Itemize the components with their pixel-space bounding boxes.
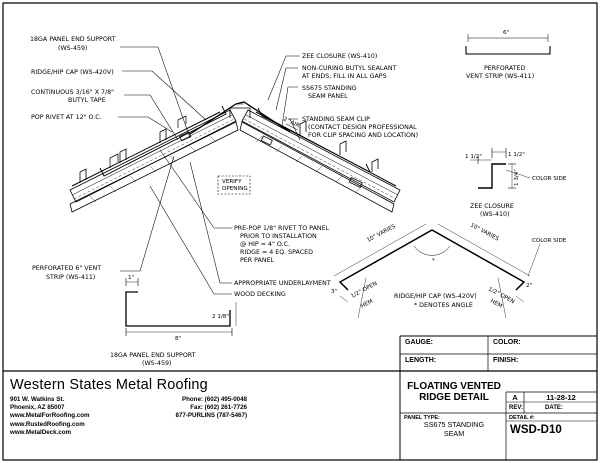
ridge-section-drawing [69,101,401,213]
label-hem-left-1: 1/2" OPEN [350,281,378,300]
label-pre-pop-4: RIDGE = 4 EQ. SPACED [240,249,313,256]
label-pre-pop-1: PRE-POP 1/8" RIVET TO PANEL [234,225,330,232]
title-block-grid [3,335,597,460]
label-clip-1: STANDING SEAM CLIP [302,116,370,123]
label-sealant-2: AT ENDS, FILL IN ALL GAPS [302,73,387,80]
phone-line: Phone: (602) 495-0048 [182,396,247,403]
label-cap-dim-right: 2" [526,283,533,289]
gauge-label: GAUGE: [405,339,433,346]
label-pre-pop-2: PRIOR TO INSTALLATION [240,233,317,240]
label-hem-left-2: HEM [360,298,374,309]
end-support-detail [125,278,237,336]
label-cap-varies-left: 10" VARIES [366,224,397,244]
leader-lines-left [118,46,301,295]
label-vent-strip-right-1: PERFORATED [484,65,525,72]
label-hem-right-2: HEM [489,298,503,309]
label-verify-1: VERIFY [222,179,242,185]
tollfree-line: 877-PURLINS (787-5467) [175,412,247,420]
label-angle-mark: * [432,258,435,264]
label-clip-3: FOR CLIP SPACING AND LOCATION) [308,132,418,139]
panel-type-value: SS675 STANDING SEAM [402,420,506,438]
label-zee-detail-1: ZEE CLOSURE [470,203,514,210]
label-end-support-dim-8: 8" [175,336,182,342]
detail-number-label: DETAIL #: [509,415,535,421]
length-label: LENGTH: [405,357,437,364]
label-vent-strip-left-1: PERFORATED 6" VENT [32,265,101,272]
label-zee-closure: ZEE CLOSURE (WS-410) [302,53,377,60]
vent-strip-detail [465,34,551,55]
label-vent-strip-left-2: STRIP (WS-411) [46,274,95,281]
label-vent-width: 6" [503,30,510,36]
label-zee-dim-b: 1 1/2" [508,152,525,158]
label-panel-end-support-1: 18GA PANEL END SUPPORT [30,36,116,43]
label-zee-dim-a: 1 1/2" [465,154,482,160]
label-zee-detail-2: (WS-410) [480,211,509,218]
label-ss675-1: SS675 STANDING [302,85,357,92]
ridge-cap-detail [333,223,541,319]
company-phones: Phone: (602) 495-0048 Fax: (602) 261-772… [147,396,247,421]
address-line: 901 W. Watkins St. [10,396,65,403]
detail-number-value: WSD-D10 [510,424,562,436]
address-line: Phoenix, AZ 85007 [10,404,65,412]
label-end-support-detail-1: 18GA PANEL END SUPPORT [110,352,196,359]
zee-closure-detail [470,148,531,189]
label-underlayment: APPROPRIATE UNDERLAYMENT [234,280,331,287]
company-address: 901 W. Watkins St. Phoenix, AZ 85007 www… [10,396,90,437]
drawing-title: FLOATING VENTED RIDGE DETAIL [402,381,506,403]
label-zee-dim-c: 1 3/4" [514,169,520,186]
label-end-support-dim-1: 1" [128,275,135,281]
website-link[interactable]: www.MetalDeck.com [10,428,71,436]
label-color-side-2: COLOR SIDE [532,238,567,244]
panel-type-value-2: SEAM [443,428,465,438]
label-butyl-tape-1: CONTINUOUS 3/16" X 7/8" [31,89,114,96]
label-cap-varies-right: 10" VARIES [469,222,500,242]
label-end-support-dim-small: 2 1/8" [212,314,229,320]
label-pre-pop-5: PER PANEL [240,257,275,264]
finish-label: FINISH: [493,357,519,364]
drawing-title-line-1: FLOATING VENTED [407,381,501,392]
label-sealant-1: NON-CURING BUTYL SEALANT [302,65,397,72]
label-panel-end-support-2: (WS-459) [58,45,87,52]
rev-label: REV: [509,405,524,411]
label-clip-2: (CONTACT DESIGN PROFESSIONAL [308,124,417,131]
callout-labels: 18GA PANEL END SUPPORT (WS-459) RIDGE/HI… [30,36,418,298]
color-label: COLOR: [493,339,521,346]
label-cap-dim-left: 3" [331,289,338,295]
label-pre-pop-3: @ HIP = 4" O.C. [240,240,290,248]
label-cap-detail-2: * DENOTES ANGLE [414,302,473,309]
date-value: 11-28-12 [546,393,576,402]
label-ridge-cap: RIDGE/HIP CAP (WS-420V) [31,69,114,76]
label-end-support-detail-2: (WS-459) [142,360,171,367]
label-vent-strip-right-2: VENT STRIP (WS-411) [466,73,534,80]
rev-letter: A [512,393,518,402]
label-ss675-2: SEAM PANEL [308,93,348,100]
panel-type-value-1: SS675 STANDING [423,420,485,429]
fax-line: Fax: (602) 261-7726 [190,404,247,412]
drawing-title-line-2: RIDGE DETAIL [419,392,489,403]
date-label: DATE: [545,405,563,411]
website-link[interactable]: www.MetalForRoofing.com [10,412,90,420]
label-color-side-1: COLOR SIDE [532,176,567,182]
website-link[interactable]: www.RustedRoofing.com [10,420,85,428]
label-wood-decking: WOOD DECKING [234,291,286,298]
label-pop-rivet: POP RIVET AT 12" O.C. [31,114,102,121]
panel-type-label: PANEL TYPE: [404,415,440,421]
company-name: Western States Metal Roofing [10,377,208,393]
label-verify-2: OPENING [222,186,248,192]
label-cap-detail-1: RIDGE/HIP CAP (WS-420V) [394,293,477,300]
label-butyl-tape-2: BUTYL TAPE [68,97,106,104]
